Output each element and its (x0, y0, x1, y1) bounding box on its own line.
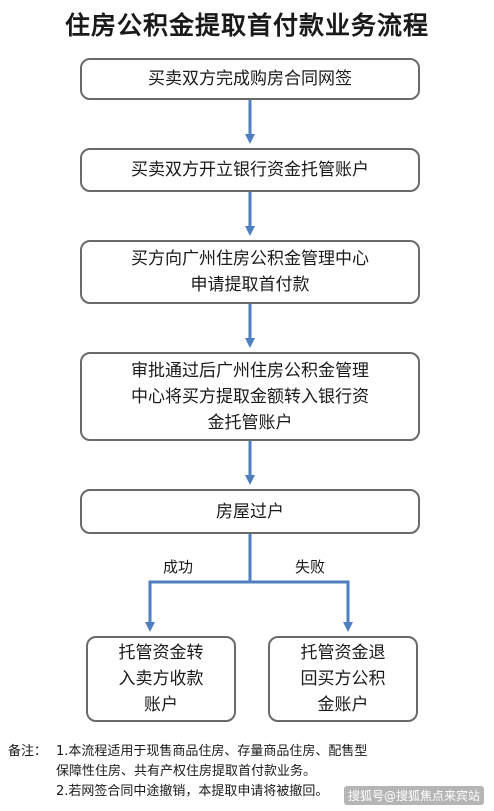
branch-lines (145, 534, 252, 632)
label-fail: 失败 (295, 558, 326, 576)
note-2: 2.若网签合同中途撤销，本提取申请将被撤回。 (56, 784, 329, 799)
note-1-cont: 保障性住房、共有产权住房提取首付款业务。 (56, 764, 317, 779)
branch-lines-right (250, 580, 353, 632)
watermark: 搜狐号@搜狐焦点来宾站 (343, 786, 484, 805)
step-approval-transfer: 审批通过后广州住房公积金管理 中心将买方提取金额转入银行资 金托管账户 (80, 352, 420, 441)
note-1: 1.本流程适用于现售商品住房、存量商品住房、配售型 (56, 744, 368, 759)
step-apply-withdrawal: 买方向广州住房公积金管理中心 申请提取首付款 (80, 240, 420, 304)
result-fail: 托管资金退 回买方公积 金账户 (268, 636, 418, 722)
step-property-transfer: 房屋过户 (80, 489, 420, 534)
step-contract-signing: 买卖双方完成购房合同网签 (80, 58, 420, 100)
notes-head: 备注： (8, 744, 48, 759)
step-open-escrow: 买卖双方开立银行资金托管账户 (80, 148, 420, 192)
notes: 备注： 1.本流程适用于现售商品住房、存量商品住房、配售型 保障性住房、共有产权… (8, 742, 488, 802)
result-success: 托管资金转 入卖方收款 账户 (86, 636, 236, 722)
page-title: 住房公积金提取首付款业务流程 (64, 11, 429, 40)
label-success: 成功 (163, 558, 194, 576)
